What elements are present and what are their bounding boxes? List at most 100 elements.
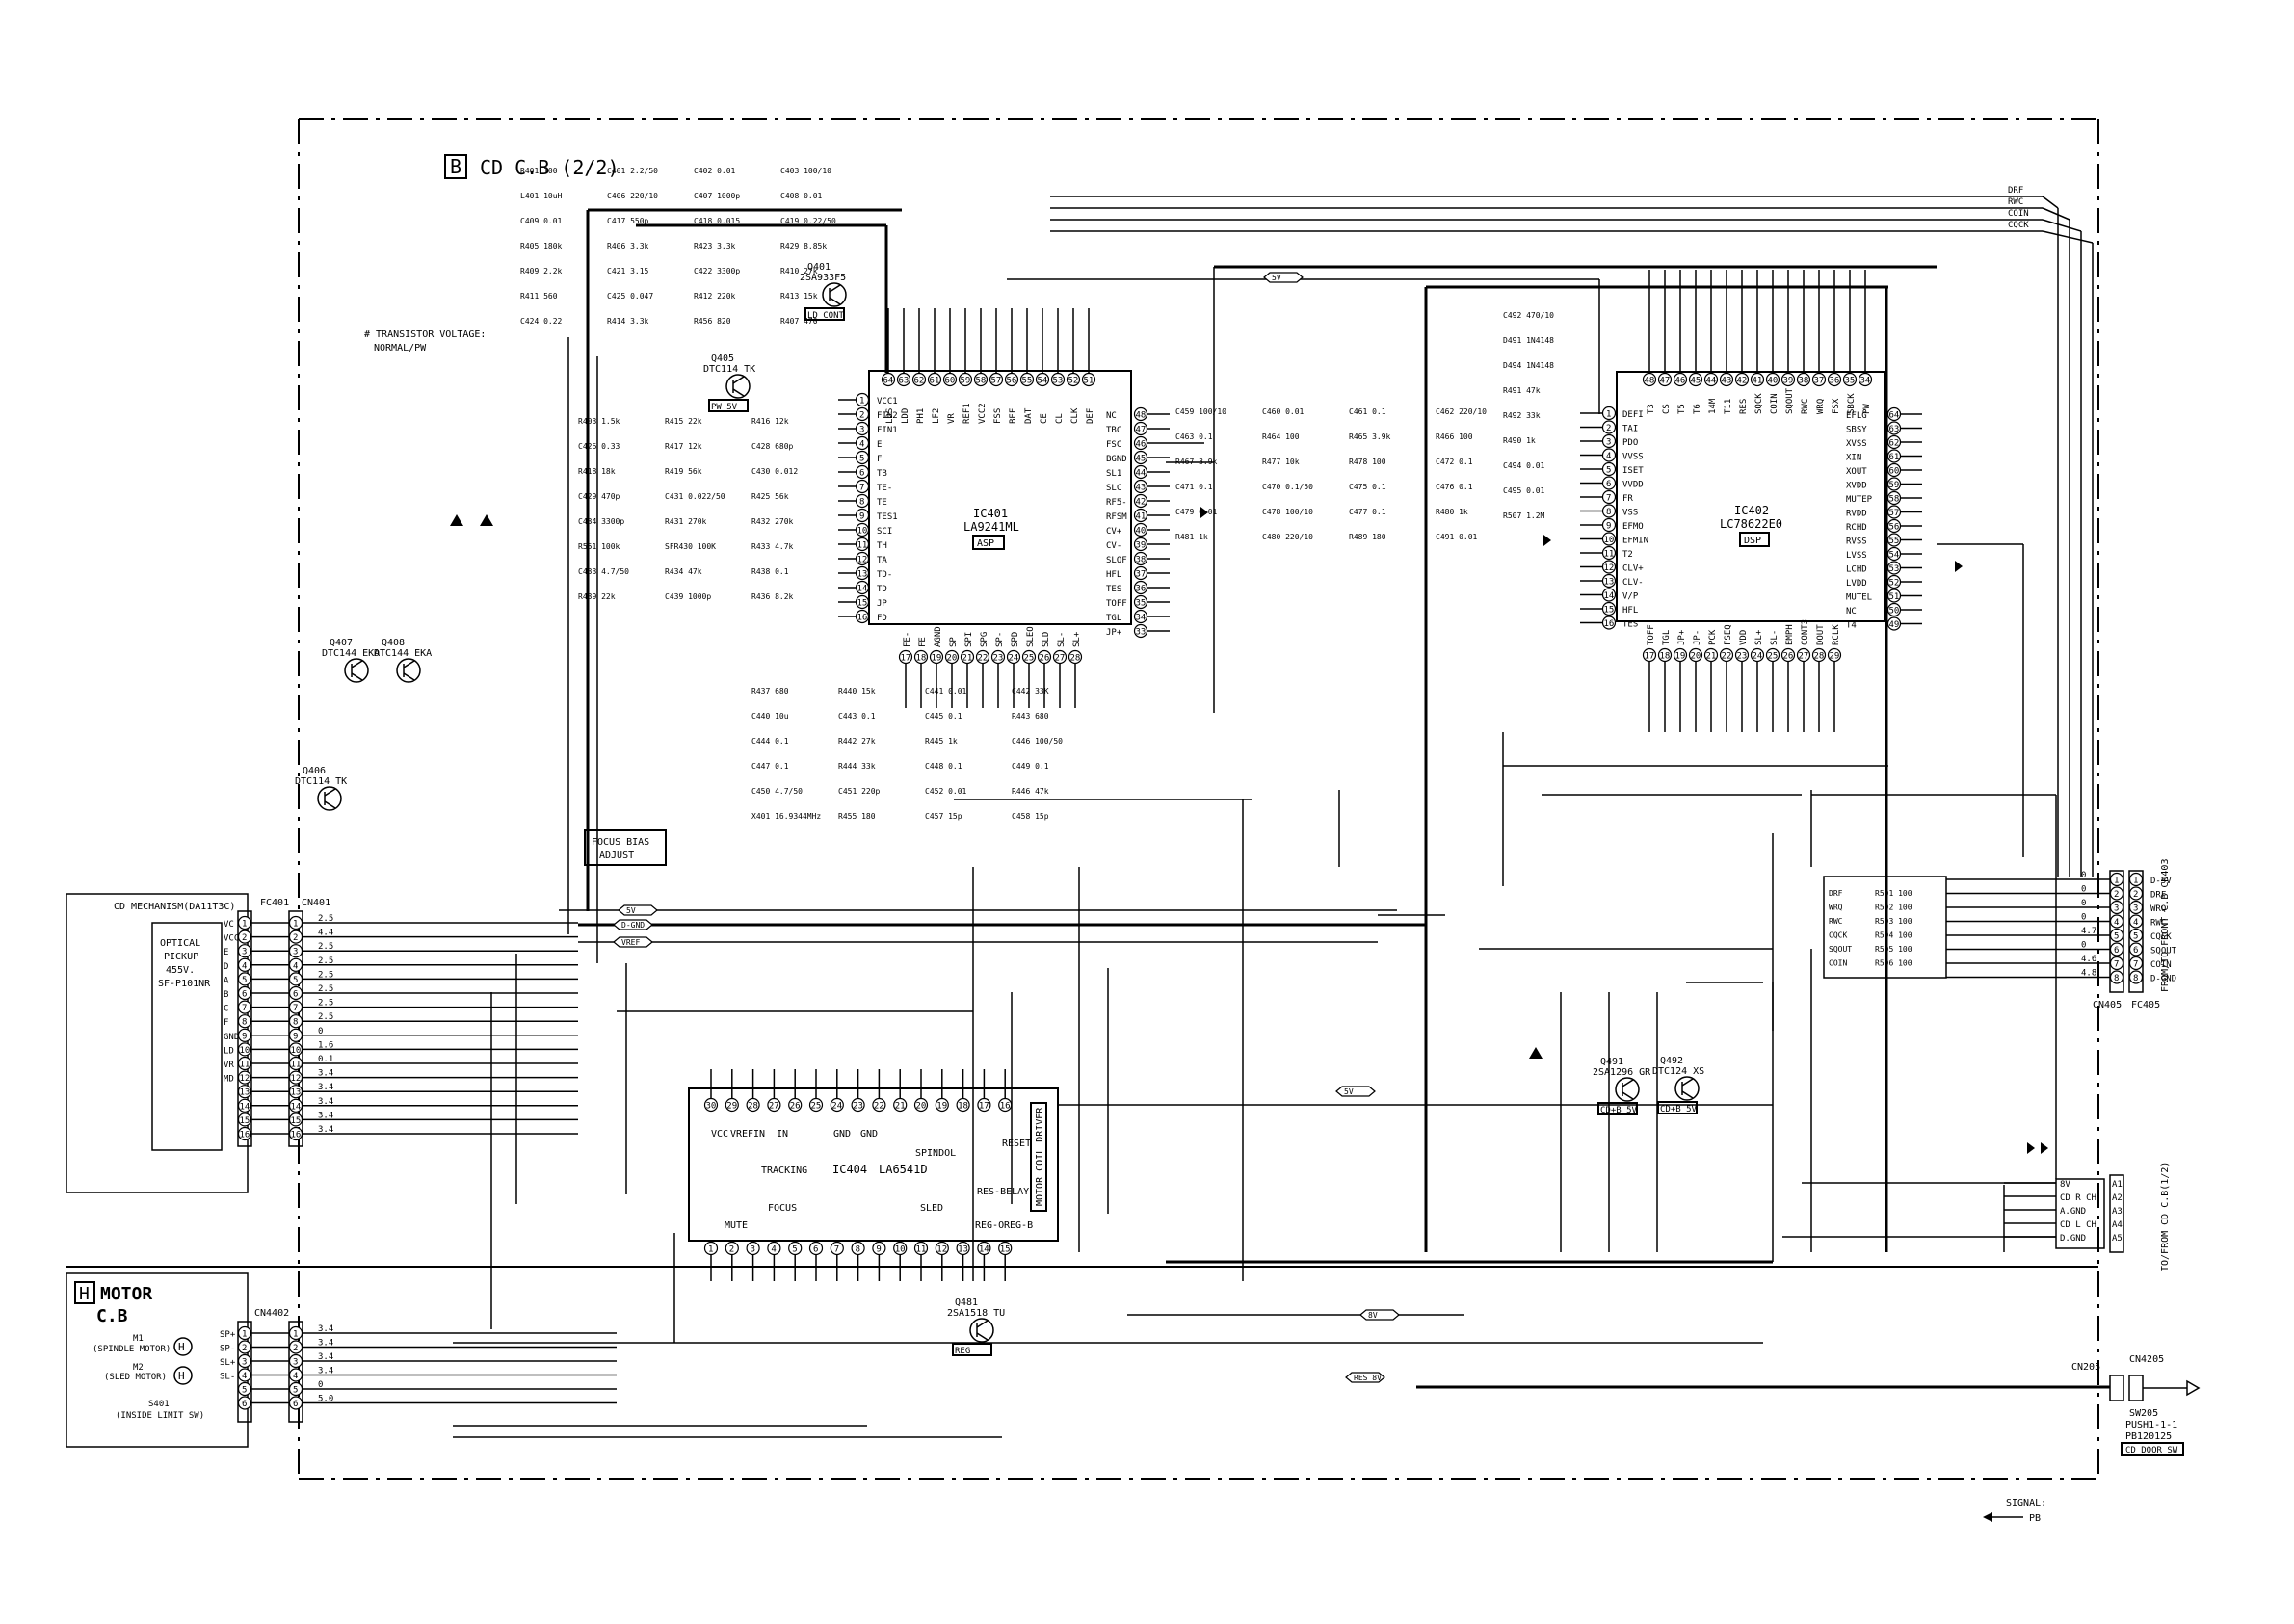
ic401-left-label: TE bbox=[877, 498, 887, 508]
ic402-pin-9: 9 bbox=[1601, 517, 1617, 533]
ic402-right-pins: 64EFLG63SBSY62XVSS61XIN60XOUT59XVDD58MUT… bbox=[1846, 406, 1922, 631]
ic401-bottom-label: SL+ bbox=[1072, 631, 1082, 647]
ic402-pin-47-num: 47 bbox=[1660, 377, 1671, 386]
net-tag-label: VREF bbox=[621, 938, 640, 947]
component-label: R405 180k bbox=[520, 242, 563, 250]
fc401-pin-7-num: 7 bbox=[242, 1004, 247, 1013]
ic404-pin-16: 16 bbox=[998, 1097, 1013, 1113]
ic402-pin-60: 60 bbox=[1886, 462, 1902, 478]
audio-pin: A4 bbox=[2112, 1220, 2123, 1230]
ic401-pin-14-num: 14 bbox=[857, 585, 868, 594]
component-label: R401 100 bbox=[520, 167, 558, 175]
pickup-line-3: 455V. bbox=[166, 965, 195, 976]
component-label: C476 0.1 bbox=[1436, 483, 1473, 491]
net-tag-label: 5V bbox=[626, 906, 636, 915]
component-label: R490 1k bbox=[1503, 436, 1536, 445]
cn4205-ref: CN4205 bbox=[2129, 1354, 2164, 1365]
motor-pin-4: 4 bbox=[237, 1368, 252, 1382]
ic404-pin-13-num: 13 bbox=[958, 1245, 968, 1255]
ic402-tag: DSP bbox=[1744, 536, 1761, 546]
ic401-pin-15-num: 15 bbox=[857, 599, 868, 609]
ic401-bottom-label: AGND bbox=[934, 626, 943, 647]
ic404-pin-6: 6 bbox=[808, 1241, 824, 1256]
ic401-pin-34-num: 34 bbox=[1136, 614, 1147, 623]
ic401-pin-10-num: 10 bbox=[857, 527, 868, 537]
ic401-pin-4: 4 bbox=[855, 435, 870, 451]
cn401-pin-1-num: 1 bbox=[293, 920, 298, 930]
cn401-pin-12-num: 12 bbox=[291, 1074, 302, 1084]
ic402-pin-38-num: 38 bbox=[1799, 377, 1809, 386]
cn4402-pin-3-num: 3 bbox=[293, 1358, 298, 1368]
ic402-pin-62-num: 62 bbox=[1889, 439, 1900, 449]
ic401-pin-43: 43 bbox=[1133, 479, 1148, 494]
transistor-tag: CD+B 5V bbox=[1660, 1105, 1698, 1114]
ic401-left-label: TH bbox=[877, 541, 887, 551]
ic401-pin-43-num: 43 bbox=[1136, 484, 1147, 493]
ic402-left-label: CLV- bbox=[1622, 578, 1644, 588]
ic404-pin-18: 18 bbox=[956, 1097, 970, 1113]
ic402-pin-10: 10 bbox=[1601, 532, 1617, 546]
ic404-pin-23: 23 bbox=[851, 1097, 865, 1113]
motor-board-letter: H bbox=[79, 1284, 90, 1304]
transistor-tag: REG bbox=[955, 1347, 970, 1356]
ic401-bottom-label: SPG bbox=[980, 632, 989, 647]
cn405-signal: DRF bbox=[2150, 891, 2166, 901]
ic401-pin-25-num: 25 bbox=[1024, 654, 1035, 664]
m1-desc: (SPINDLE MOTOR) bbox=[92, 1345, 171, 1354]
component-label: R445 1k bbox=[925, 737, 958, 746]
fc405-pin-2-num: 2 bbox=[2133, 890, 2138, 900]
ic402-pin-15-num: 15 bbox=[1604, 606, 1615, 616]
cn405-resistor: R504 100 bbox=[1875, 931, 1912, 940]
component-label: R407 470 bbox=[780, 317, 818, 326]
ic401-pin-7-num: 7 bbox=[859, 484, 864, 493]
ic401-pin-35: 35 bbox=[1133, 594, 1148, 610]
ic401-pin-56: 56 bbox=[1004, 372, 1019, 387]
ic402-pin-25: 25 bbox=[1765, 647, 1780, 663]
ic404-pin-26: 26 bbox=[788, 1097, 803, 1113]
ic404-pin-28-num: 28 bbox=[748, 1102, 758, 1112]
board-outline bbox=[66, 118, 2099, 1480]
cn401-voltage: 3.4 bbox=[318, 1111, 333, 1120]
fc405-pin-4: 4 bbox=[2128, 914, 2144, 929]
ic401-pin-59: 59 bbox=[958, 372, 973, 387]
component-label: C475 0.1 bbox=[1349, 483, 1386, 491]
ic401-bottom-label: SPD bbox=[1011, 632, 1020, 647]
ic401-pin-24: 24 bbox=[1006, 649, 1021, 665]
ic401-pin-37-num: 37 bbox=[1136, 570, 1147, 580]
fc401-pin-10: 10 bbox=[237, 1042, 252, 1057]
ic401-pin-38: 38 bbox=[1133, 551, 1148, 566]
ic404-pin-6-num: 6 bbox=[813, 1245, 818, 1255]
ic402-bottom-label: FSEQ bbox=[1724, 624, 1733, 645]
component-label: C448 0.1 bbox=[925, 762, 962, 771]
ic404-pin-4: 4 bbox=[767, 1241, 781, 1256]
fc401-pin-9-num: 9 bbox=[242, 1032, 247, 1041]
cn401-pin-8-num: 8 bbox=[293, 1018, 298, 1028]
ic404-pin-11-num: 11 bbox=[916, 1245, 927, 1255]
ic401-pin-6-num: 6 bbox=[859, 469, 864, 479]
ic402-pin-6: 6 bbox=[1601, 476, 1617, 490]
cn4402-pin-2-num: 2 bbox=[293, 1344, 298, 1353]
ic402-pin-10-num: 10 bbox=[1604, 536, 1615, 545]
component-label: C409 0.01 bbox=[520, 217, 563, 225]
ic404-pin-12-num: 12 bbox=[936, 1245, 947, 1255]
ic402-bottom-label: PCK bbox=[1708, 629, 1718, 645]
ic401-pin-55-num: 55 bbox=[1022, 377, 1033, 386]
ic401-pin-51: 51 bbox=[1081, 372, 1096, 387]
ic402-pin-52-num: 52 bbox=[1889, 579, 1900, 589]
ic404-focus: FOCUS bbox=[768, 1203, 797, 1214]
ic404-pin-29: 29 bbox=[725, 1097, 739, 1113]
ic402-pin-1: 1 bbox=[1601, 406, 1617, 421]
ic404-pin-7-num: 7 bbox=[834, 1245, 839, 1255]
ic404-pin-27: 27 bbox=[767, 1097, 781, 1113]
cn405-resistor: R501 100 bbox=[1875, 889, 1912, 898]
ic401-pin-45: 45 bbox=[1133, 450, 1148, 465]
ic402-pin-41: 41 bbox=[1750, 372, 1765, 387]
ic404-pin-3-num: 3 bbox=[751, 1245, 755, 1255]
ic401-pin-46-num: 46 bbox=[1136, 440, 1147, 450]
fc401-pin-12-num: 12 bbox=[240, 1074, 250, 1084]
m2-desc: (SLED MOTOR) bbox=[104, 1373, 167, 1382]
component-label: C491 0.01 bbox=[1436, 533, 1478, 541]
ic401-top-pins: 64LDS63LDD62PH161LF260VR59REF158VCC257FS… bbox=[881, 308, 1096, 424]
